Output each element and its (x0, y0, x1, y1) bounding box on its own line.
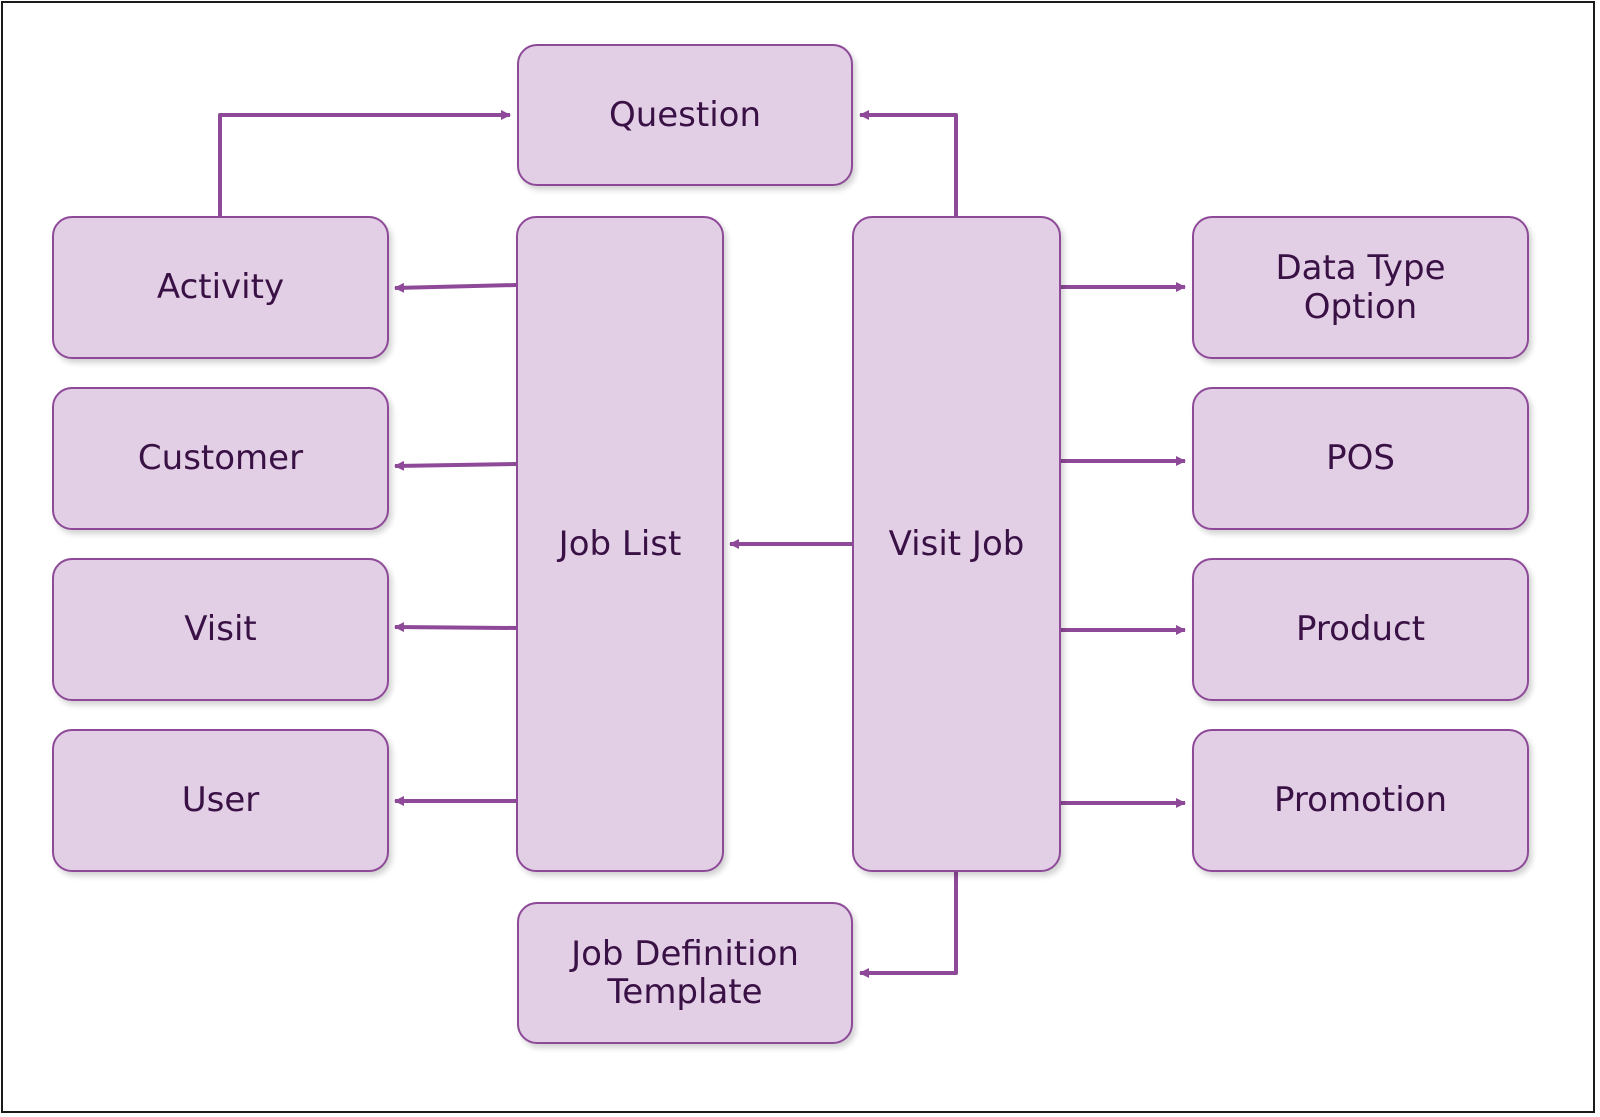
arrow-joblist-to-visit (394, 622, 517, 633)
arrow-activity-to-question (218, 110, 511, 216)
node-activity: Activity (52, 216, 389, 359)
node-promotion: Promotion (1192, 729, 1529, 872)
node-product: Product (1192, 558, 1529, 701)
node-visit: Visit (52, 558, 389, 701)
node-pos: POS (1192, 387, 1529, 530)
node-data-type-option: Data Type Option (1192, 216, 1529, 359)
node-job-definition-template: Job Definition Template (517, 902, 853, 1044)
arrow-joblist-to-activity (394, 282, 517, 293)
node-question: Question (517, 44, 853, 186)
arrow-visitjob-to-jobdefinitiontemplate (859, 872, 958, 978)
node-customer: Customer (52, 387, 389, 530)
node-job-list: Job List (516, 216, 724, 872)
arrow-visitjob-to-question (859, 110, 958, 216)
node-visit-job: Visit Job (852, 216, 1061, 872)
arrow-joblist-to-customer (394, 460, 517, 471)
node-user: User (52, 729, 389, 872)
